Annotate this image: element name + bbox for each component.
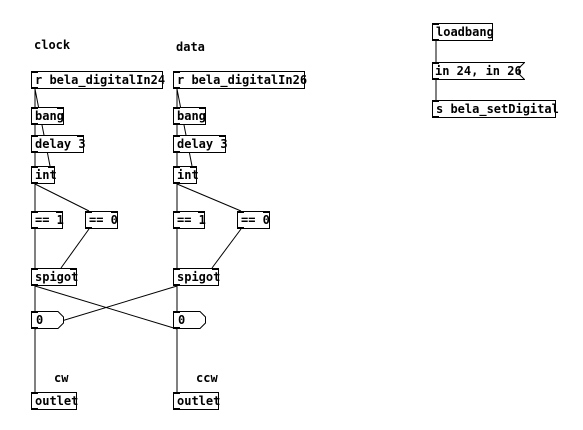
- wire: [211, 228, 242, 269]
- bang-object-right[interactable]: bang: [173, 107, 206, 125]
- comment-cw: cw: [54, 371, 69, 385]
- loadbang-object[interactable]: loadbang: [432, 23, 494, 41]
- message-box-init[interactable]: in 24, in 26: [432, 62, 525, 80]
- bang-object-left[interactable]: bang: [31, 107, 64, 125]
- equals-0-object-left[interactable]: == 0: [85, 211, 118, 229]
- bang-label: bang: [35, 109, 64, 123]
- number-box-left[interactable]: 0: [31, 311, 64, 329]
- wire: [60, 228, 90, 269]
- send-setdigital-object[interactable]: s bela_setDigital: [432, 100, 559, 118]
- spigot-object-left[interactable]: spigot: [31, 268, 79, 286]
- int-object-left[interactable]: int: [31, 166, 57, 184]
- int-object-right[interactable]: int: [173, 166, 199, 184]
- spigot-object-right[interactable]: spigot: [173, 268, 221, 286]
- loadbang-label: loadbang: [436, 25, 494, 39]
- outlet-label: outlet: [177, 394, 221, 408]
- message-box-text: in 24, in 26: [435, 64, 522, 78]
- receive-digitalin24-label: r bela_digitalIn24: [35, 73, 166, 87]
- spigot-label: spigot: [35, 270, 79, 284]
- number-box-right[interactable]: 0: [173, 311, 206, 329]
- outlet-object-right[interactable]: outlet: [173, 392, 221, 410]
- wire: [34, 285, 178, 330]
- wire: [176, 183, 242, 212]
- number-box-frame: [173, 311, 206, 329]
- receive-digitalin26-object[interactable]: r bela_digitalIn26: [173, 71, 308, 89]
- wire: [34, 183, 90, 212]
- receive-digitalin26-label: r bela_digitalIn26: [177, 73, 308, 87]
- delay-object-right[interactable]: delay 3: [173, 135, 228, 153]
- equals-1-object-right[interactable]: == 1: [173, 211, 206, 229]
- equals-0-label: == 0: [89, 213, 118, 227]
- spigot-label: spigot: [177, 270, 221, 284]
- outlet-object-left[interactable]: outlet: [31, 392, 79, 410]
- bang-label: bang: [177, 109, 206, 123]
- wire: [34, 88, 51, 167]
- comment-clock: clock: [34, 38, 71, 52]
- delay-label: delay 3: [177, 137, 228, 151]
- comment-ccw: ccw: [196, 371, 218, 385]
- wire: [176, 88, 193, 167]
- equals-0-label: == 0: [241, 213, 270, 227]
- int-label: int: [177, 168, 199, 182]
- equals-1-label: == 1: [177, 213, 206, 227]
- send-setdigital-label: s bela_setDigital: [436, 102, 559, 116]
- equals-1-label: == 1: [35, 213, 64, 227]
- int-label: int: [35, 168, 57, 182]
- number-box-frame: [31, 311, 64, 329]
- number-box-value: 0: [178, 313, 186, 327]
- number-box-value: 0: [36, 313, 44, 327]
- delay-label: delay 3: [35, 137, 86, 151]
- outlet-label: outlet: [35, 394, 79, 408]
- receive-digitalin24-object[interactable]: r bela_digitalIn24: [31, 71, 166, 89]
- equals-1-object-left[interactable]: == 1: [31, 211, 64, 229]
- comment-data: data: [176, 40, 205, 54]
- equals-0-object-right[interactable]: == 0: [237, 211, 270, 229]
- message-box-frame: [432, 62, 525, 80]
- delay-object-left[interactable]: delay 3: [31, 135, 86, 153]
